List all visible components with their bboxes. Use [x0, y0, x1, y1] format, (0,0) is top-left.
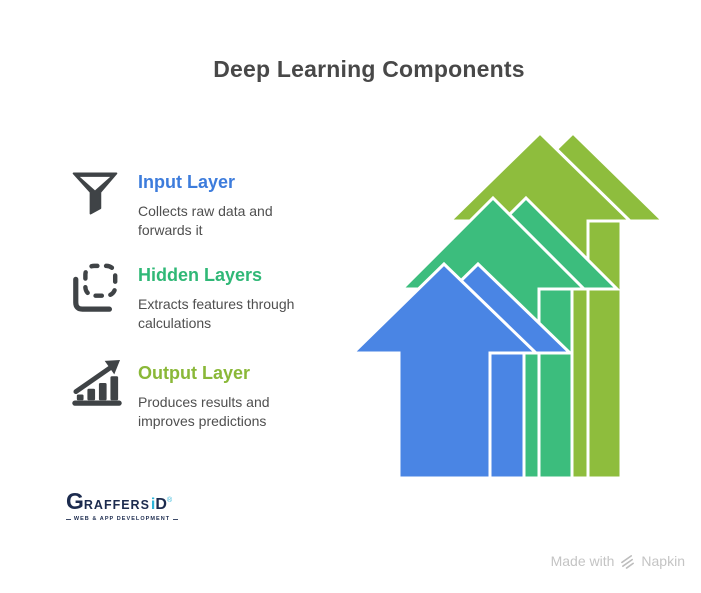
item-description: Collects raw data and forwards it	[138, 203, 273, 238]
funnel-icon	[70, 168, 124, 222]
tagline-rule-right	[173, 518, 178, 520]
arrow-input-main	[349, 261, 540, 480]
logo-letter-g: G	[66, 488, 84, 514]
selection-frame-icon	[70, 261, 124, 315]
page-title: Deep Learning Components	[213, 56, 525, 82]
item-heading: Hidden Layers	[138, 265, 263, 285]
logo-letter-i: i	[150, 496, 156, 513]
layered-arrows-diagram	[349, 130, 667, 480]
logo-raffers: RAFFERS	[83, 498, 150, 512]
made-with-napkin[interactable]: Made with Napkin	[551, 553, 685, 569]
growth-chart-icon	[70, 359, 124, 413]
item-heading: Input Layer	[138, 172, 236, 192]
arrow-input-layer	[349, 261, 574, 480]
item-description: Extracts features through calculations	[138, 296, 295, 331]
logo-tagline: WEB & APP DEVELOPMENT	[73, 516, 171, 522]
item-description: Produces results and improves prediction…	[138, 394, 270, 429]
registered-mark: ®	[166, 497, 173, 504]
made-with-label: Made with	[550, 553, 615, 569]
tagline-rule-left	[66, 518, 71, 520]
list-item-output-layer: Output Layer Produces results and improv…	[70, 359, 320, 431]
item-heading: Output Layer	[138, 363, 251, 383]
list-item-input-layer: Input Layer Collects raw data and forwar…	[70, 168, 320, 240]
napkin-logo-icon	[620, 554, 635, 569]
list-item-hidden-layers: Hidden Layers Extracts features through …	[70, 261, 320, 333]
logo-letter-d: D	[155, 496, 167, 513]
napkin-brand-label: Napkin	[641, 553, 685, 569]
